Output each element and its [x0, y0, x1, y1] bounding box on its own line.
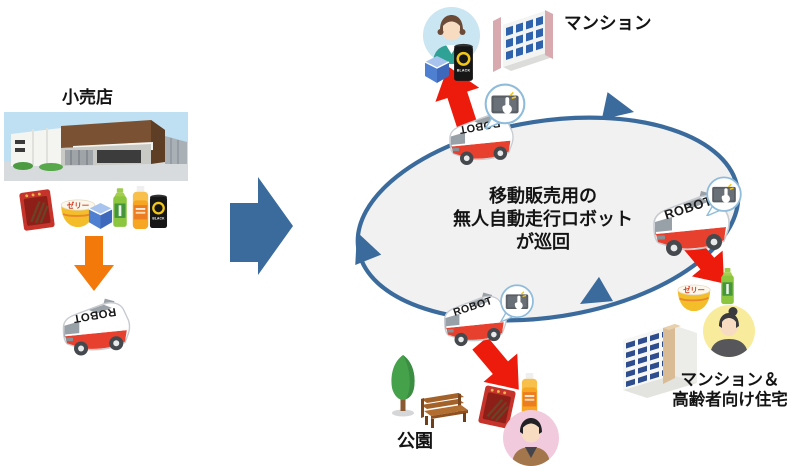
customer-man-figure: [512, 418, 550, 466]
touch-panel-bubble-top-icon: [484, 83, 526, 129]
black-coffee-can-icon: BLACK: [148, 193, 169, 229]
mansion-building-illustration: [493, 10, 553, 72]
black-coffee-can-delivered-label: BLACK: [457, 68, 471, 72]
customer-elderly-avatar: [703, 305, 755, 357]
loop-caption-line3: が巡回: [516, 232, 570, 252]
loop-caption-line1: 移動販売用の: [489, 186, 597, 206]
robot-van-right: ROBOT: [653, 190, 731, 257]
black-coffee-can-delivered-icon: BLACK: [452, 42, 475, 82]
jelly-cup-delivered-right-label: ゼリー: [683, 286, 705, 295]
retail-store-illustration: [4, 112, 188, 181]
green-tea-bottle-delivered-icon: [721, 268, 734, 305]
loop-caption-line2: 無人自動走行ロボット: [453, 209, 633, 229]
jelly-cup-label: ゼリー: [67, 200, 89, 210]
loop-caption: 移動販売用の 無人自動走行ロボット が巡回: [433, 185, 653, 254]
snack-box-icon: [17, 187, 57, 233]
jelly-cup-icon: ゼリー: [60, 199, 96, 228]
black-coffee-can-label: BLACK: [152, 217, 165, 221]
park-tree-illustration: [391, 355, 415, 417]
store-to-loop-arrow-icon: [230, 177, 293, 275]
touch-panel-bubble-bottom-icon: [499, 284, 534, 322]
mansion-elderly-label: マンション＆ 高齢者向け住宅: [655, 371, 800, 410]
mansion-label: マンション: [564, 13, 652, 33]
supply-arrow-orange-icon: [74, 236, 114, 291]
robot-van-store: ROBOT: [62, 297, 131, 357]
robot-van-bottom: ROBOT: [443, 291, 508, 347]
park-label: 公園: [397, 431, 433, 451]
mansion-elderly-label-line1: マンション＆: [680, 371, 780, 389]
blue-container-icon: [88, 202, 113, 230]
blue-container-delivered-icon: [424, 55, 450, 84]
touch-panel-bubble-right-icon: [705, 176, 742, 216]
park-bench-illustration: [421, 393, 468, 428]
mansion-elderly-label-line2: 高齢者向け住宅: [672, 390, 788, 409]
jelly-cup-delivered-right-icon: ゼリー: [676, 284, 712, 312]
retail-store-label: 小売店: [62, 88, 113, 107]
customer-elderly-figure: [710, 307, 748, 357]
customer-man-avatar: [503, 410, 559, 466]
green-tea-bottle-icon: [113, 188, 127, 227]
elderly-housing-building-illustration: [623, 324, 697, 398]
